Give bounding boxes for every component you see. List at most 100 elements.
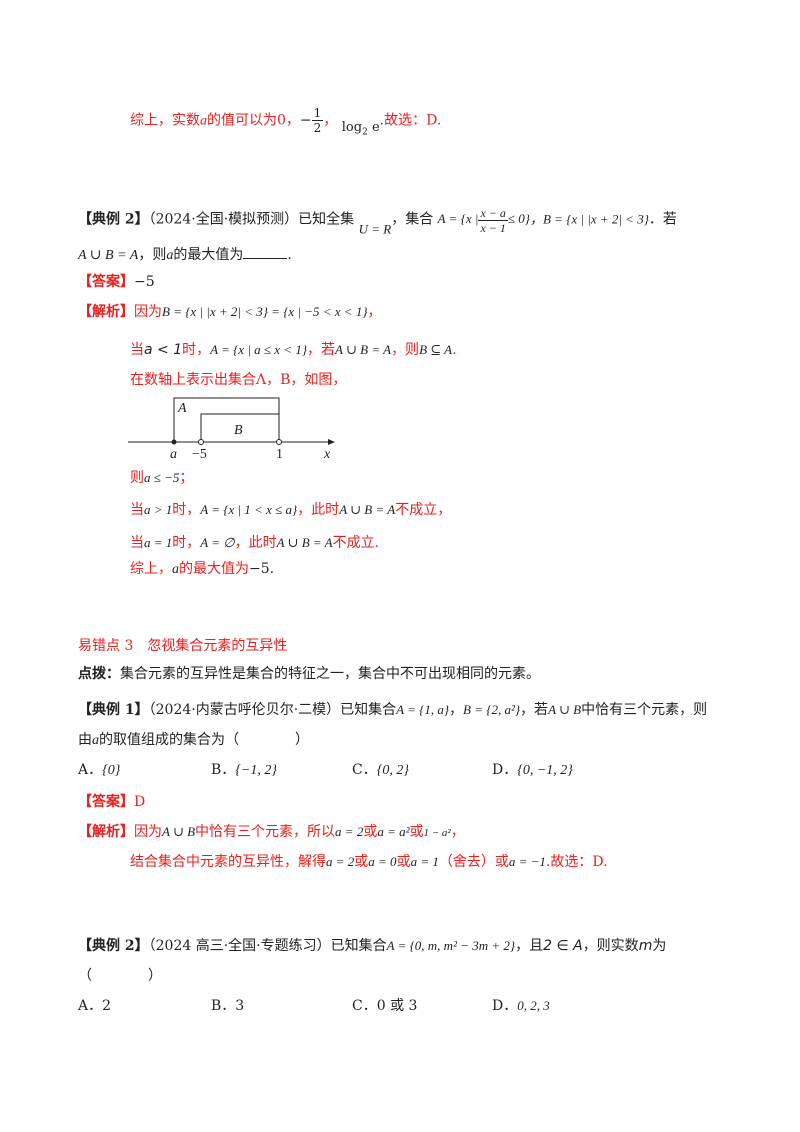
example2b-option-d[interactable]: D．0, 2, 3 (492, 996, 550, 1016)
an2-note: （舍去）或 (438, 854, 509, 870)
log-base: 2 (362, 127, 368, 138)
case1-d: ，则 (391, 342, 420, 358)
example2b-mid: ，且 (515, 938, 544, 954)
frac-sign: − (299, 112, 312, 129)
case1-sub: B ⊆ A (419, 342, 453, 357)
example2-analysis-line1: 【解析】因为B = {x | |x + 2| < 3} = {x | −5 < … (78, 302, 382, 322)
number-line-diagram: A B a −5 1 x (128, 397, 335, 462)
final-a: 综上， (130, 561, 172, 577)
example1b-setB: B = {2, a²} (463, 702, 521, 717)
an2-or1: 或 (354, 854, 369, 870)
frac-denominator: 2 (313, 121, 322, 135)
an1-b: 中恰有三个元素，所以 (195, 824, 336, 840)
analysis-tag: 【解析】 (78, 824, 134, 840)
frac-numerator: 1 (311, 106, 324, 121)
option-label: C． (352, 998, 377, 1014)
answer-value: D (134, 794, 146, 810)
result1-line: 则a ≤ −5； (130, 468, 193, 488)
case2-b: 时， (172, 502, 201, 518)
example1b-analysis-line2: 结合集合中元素的互异性，解得a = 2或a = 0或a = 1（舍去）或a = … (130, 852, 608, 872)
log-expression: log2 e (341, 119, 380, 138)
result1-end: ； (179, 470, 194, 486)
example2b-cond: 2 ∈ A (543, 938, 583, 954)
example1b-question-line2: 由a的取值组成的集合为（ ） (78, 730, 309, 751)
point-neg5 (198, 439, 204, 445)
tick-label-a: a (170, 447, 177, 462)
final-line: 综上，a的最大值为−5. (130, 559, 274, 580)
summary-prefix: 综上，实数 (130, 112, 200, 129)
an1-a: 因为 (134, 824, 162, 840)
case1-c: ，若 (307, 342, 336, 358)
example1b-option-a[interactable]: A．{0} (78, 760, 120, 781)
setA-bracket (173, 397, 280, 442)
example1b-union: A ∪ B (548, 702, 582, 717)
option-label: A． (78, 998, 103, 1014)
an1-or2: 或 (409, 824, 424, 840)
example2-source: （2024·全国·模拟预测）已知全集 (148, 211, 355, 228)
case2-math: a > 1 (144, 502, 173, 517)
setA-left: A = {x | (437, 211, 479, 227)
an1-c3: 1 − a² (423, 827, 451, 839)
option-value: 3 (235, 998, 245, 1014)
an2-or2: 或 (396, 854, 411, 870)
case1-set: A = {x | a ≤ x < 1} (210, 342, 308, 357)
axis-arrow-icon (328, 439, 335, 445)
case3-c: ，此时 (234, 535, 277, 551)
an2-end: .故选：D. (545, 854, 608, 870)
option-value: {0, 2} (376, 763, 409, 778)
an1-c1: a = 2 (335, 824, 364, 839)
an1-end: ， (450, 824, 465, 840)
axis-label-x: x (323, 447, 331, 462)
numline-intro: 在数轴上表示出集合Λ，B，如图， (130, 372, 347, 388)
log-text: log (341, 119, 363, 135)
example1b-option-c[interactable]: C．{0, 2} (352, 760, 409, 781)
example2b-source: （2024 高三·全国·专题练习）已知集合 (148, 938, 387, 954)
example2b-question-line2: （ ） (78, 968, 162, 984)
example1b-setA: A = {1, a} (396, 702, 450, 717)
point-1 (276, 439, 282, 445)
summary-sep: ， (323, 112, 338, 129)
option-label: A． (78, 762, 103, 778)
line2-var: a (166, 248, 174, 263)
option-value: 2 (102, 998, 112, 1014)
example2b-setA: A = {0, m, m² − 3m + 2} (386, 938, 516, 953)
option-value: {−1, 2} (235, 763, 277, 778)
example1b-option-d[interactable]: D．{0, −1, 2} (492, 760, 573, 781)
example2-tail: ．若 (648, 211, 677, 228)
example2-tag: 【典例 2】 (78, 211, 149, 228)
analysis-setB: B = {x | |x + 2| < 3} = {x | −5 < x < 1} (162, 304, 368, 319)
point-a (171, 439, 177, 445)
case3-line: 当a = 1时，A = ∅，此时A ∪ B = A不成立. (130, 533, 379, 553)
example2b-option-b[interactable]: B．3 (211, 996, 244, 1016)
option-value: 0 或 3 (376, 998, 418, 1014)
universe-set: U = R (358, 221, 392, 237)
case1-a: 当 (130, 342, 144, 358)
example1b-source: （2024·内蒙古呼伦贝尔·二模）已知集合 (148, 702, 397, 718)
setA-right: ≤ 0} (507, 211, 530, 227)
result1-a: 则 (130, 470, 144, 486)
summary-var: a (200, 113, 207, 129)
option-value: {0, −1, 2} (517, 763, 573, 778)
option-label: B． (211, 998, 236, 1014)
example1b-question-line1: 【典例 1】（2024·内蒙古呼伦贝尔·二模）已知集合A = {1, a}，B … (78, 700, 707, 720)
case3-d: 不成立. (332, 535, 380, 551)
case2-set: A = {x | 1 < x ≤ a} (200, 502, 298, 517)
setB-bracket (200, 413, 280, 442)
setB-definition: ，B = {x | |x + 2| < 3} (529, 211, 649, 227)
option-value: {0} (102, 763, 121, 778)
final-var: a (172, 562, 179, 577)
example2b-option-c[interactable]: C．0 或 3 (352, 996, 417, 1016)
case1-math: a < 1 (144, 342, 183, 358)
final-end: . (269, 561, 275, 577)
example1b-option-b[interactable]: B．{−1, 2} (211, 760, 277, 781)
analysis-line1-end: ， (367, 304, 382, 320)
example2b-option-a[interactable]: A．2 (78, 996, 111, 1016)
section3-title: 易错点 3 忽视集合元素的互异性 (78, 638, 288, 654)
answer-tag: 【答案】 (78, 794, 134, 810)
diagram-label-B: B (234, 423, 243, 438)
case3-cond: A ∪ B = A (276, 535, 333, 550)
answer-blank (243, 244, 288, 259)
option-label: D． (492, 998, 518, 1014)
